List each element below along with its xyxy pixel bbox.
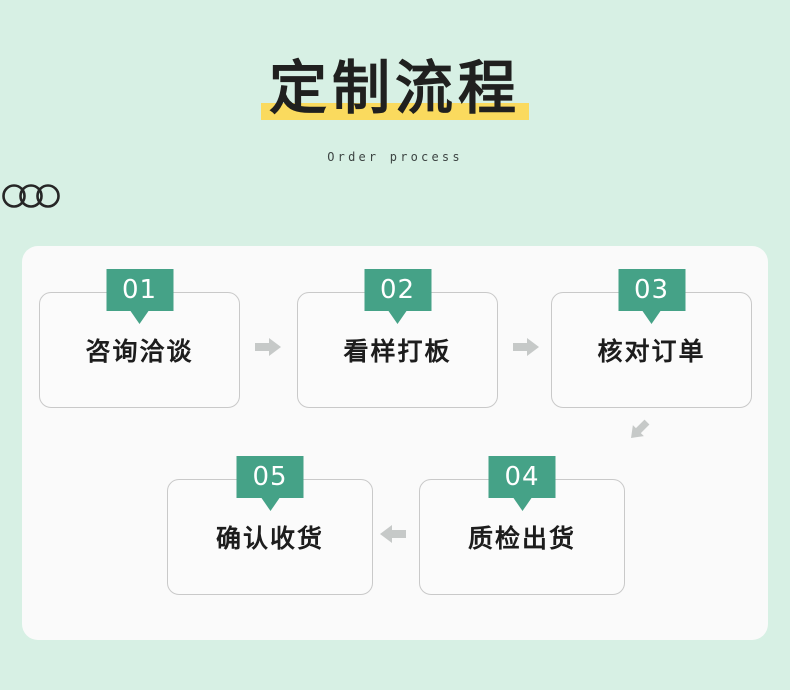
step-number-badge: 01 [106, 269, 173, 324]
flow-step-05[interactable]: 05 确认收货 [167, 456, 373, 595]
arrow-right-icon [253, 335, 283, 359]
flow-step-02[interactable]: 02 看样打板 [297, 269, 498, 408]
step-number-badge: 04 [488, 456, 556, 511]
three-rings-ornament [0, 183, 790, 209]
arrow-down-left-icon [622, 413, 656, 447]
page-subtitle: Order process [327, 150, 463, 164]
page-header: 定制流程 Order process [0, 0, 790, 230]
step-label: 核对订单 [597, 337, 706, 366]
flow-step-01[interactable]: 01 咨询洽谈 [39, 269, 240, 408]
step-number-badge: 05 [236, 456, 304, 511]
step-number-badge: 02 [364, 269, 431, 324]
step-label: 质检出货 [467, 524, 576, 553]
page-title: 定制流程 [268, 54, 521, 122]
title-container: 定制流程 [0, 52, 790, 124]
arrow-right-icon [511, 335, 541, 359]
step-label: 咨询洽谈 [85, 337, 194, 366]
flow-step-03[interactable]: 03 核对订单 [551, 269, 752, 408]
title-highlight-bar [260, 103, 529, 120]
step-label: 看样打板 [343, 337, 452, 366]
flow-step-04[interactable]: 04 质检出货 [419, 456, 625, 595]
step-label: 确认收货 [215, 524, 324, 553]
arrow-left-icon [378, 522, 408, 546]
step-number-badge: 03 [618, 269, 685, 324]
